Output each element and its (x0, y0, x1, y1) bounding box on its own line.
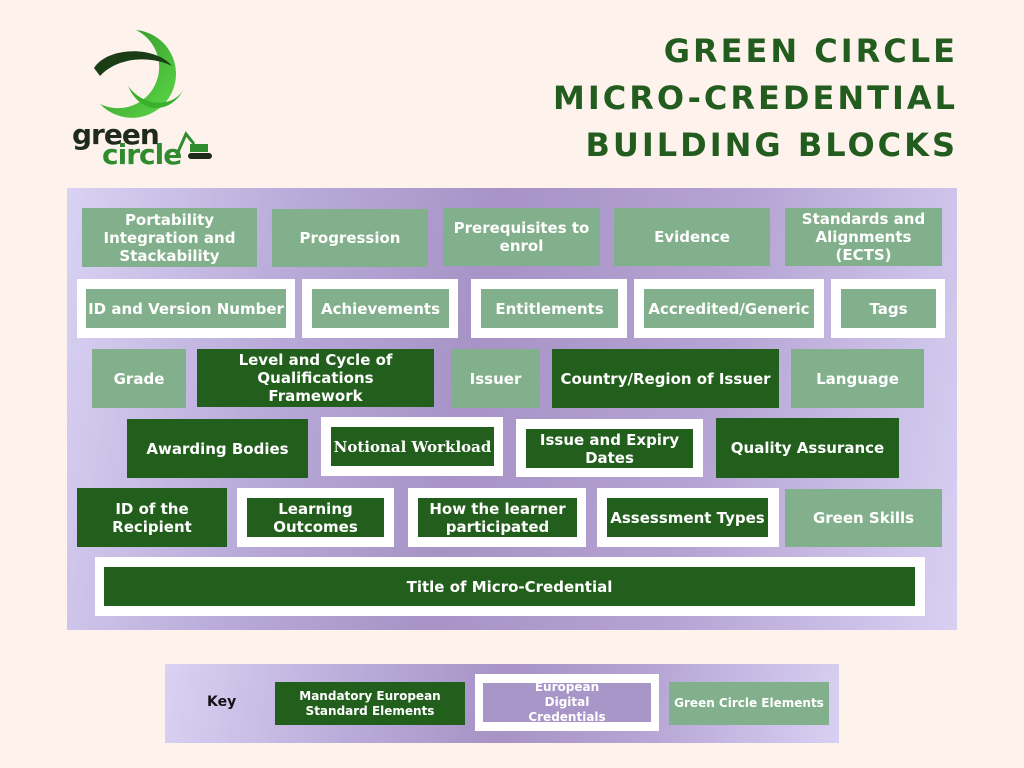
legend-item-edc: European Digital Credentials (483, 680, 651, 724)
block-portability: Portability Integration and Stackability (82, 208, 257, 267)
edc-frame-achievements: Achievements (302, 279, 458, 338)
logo-word-green: green (72, 118, 160, 151)
block-progression: Progression (272, 209, 428, 267)
block-prerequisites: Prerequisites to enrol (443, 208, 600, 266)
building-blocks-board: Portability Integration and Stackability… (67, 188, 957, 630)
legend-item-green-circle: Green Circle Elements (669, 682, 829, 725)
block-issue-expiry-dates: Issue and Expiry Dates (526, 429, 693, 468)
block-issuer: Issuer (451, 349, 540, 408)
page-title: GREEN CIRCLE MICRO-CREDENTIAL BUILDING B… (553, 28, 958, 169)
edc-frame-tags: Tags (831, 279, 945, 338)
block-awarding-bodies: Awarding Bodies (127, 419, 308, 478)
title-line-3: BUILDING BLOCKS (585, 126, 958, 164)
edc-frame-assessment-types: Assessment Types (597, 488, 779, 547)
block-id-version-number: ID and Version Number (86, 289, 286, 328)
edc-frame-learning-outcomes: Learning Outcomes (237, 488, 394, 547)
block-green-skills: Green Skills (785, 489, 942, 547)
legend-frame-edc: European Digital Credentials (475, 674, 659, 731)
block-achievements: Achievements (312, 289, 449, 328)
block-assessment-types: Assessment Types (607, 498, 768, 537)
title-line-2: MICRO-CREDENTIAL (552, 79, 958, 117)
edc-frame-how-participated: How the learner participated (408, 488, 586, 547)
legend-title: Key (207, 694, 237, 710)
block-level-cycle-qualifications: Level and Cycle of Qualifications Framew… (197, 349, 434, 407)
block-learning-outcomes: Learning Outcomes (247, 498, 384, 537)
legend: Key Mandatory European Standard Elements… (165, 664, 839, 743)
green-circle-logo: green circle (66, 26, 216, 171)
block-notional-workload: Notional Workload (331, 427, 494, 466)
edc-frame-title-micro-credential: Title of Micro-Credential (95, 557, 925, 616)
block-title-micro-credential: Title of Micro-Credential (104, 567, 915, 606)
edc-frame-issue-expiry: Issue and Expiry Dates (516, 419, 703, 477)
edc-frame-accredited: Accredited/Generic (634, 279, 824, 338)
block-language: Language (791, 349, 924, 408)
block-grade: Grade (92, 349, 186, 408)
edc-frame-id-version: ID and Version Number (77, 279, 295, 338)
block-standards-alignments: Standards and Alignments (ECTS) (785, 208, 942, 266)
block-id-recipient: ID of the Recipient (77, 488, 227, 547)
block-how-learner-participated: How the learner participated (418, 498, 577, 537)
circle-swirl-icon (94, 30, 184, 118)
edc-frame-entitlements: Entitlements (471, 279, 627, 338)
block-evidence: Evidence (614, 208, 770, 266)
title-line-1: GREEN CIRCLE (663, 32, 958, 70)
block-entitlements: Entitlements (481, 289, 618, 328)
block-country-region-issuer: Country/Region of Issuer (552, 349, 779, 408)
logo-word-circle: circle (102, 138, 182, 171)
block-tags: Tags (841, 289, 936, 328)
edc-frame-notional-workload: Notional Workload (321, 417, 503, 476)
block-quality-assurance: Quality Assurance (716, 418, 899, 478)
block-accredited-generic: Accredited/Generic (644, 289, 814, 328)
excavator-icon (176, 131, 212, 159)
legend-item-mandatory: Mandatory European Standard Elements (275, 682, 465, 725)
